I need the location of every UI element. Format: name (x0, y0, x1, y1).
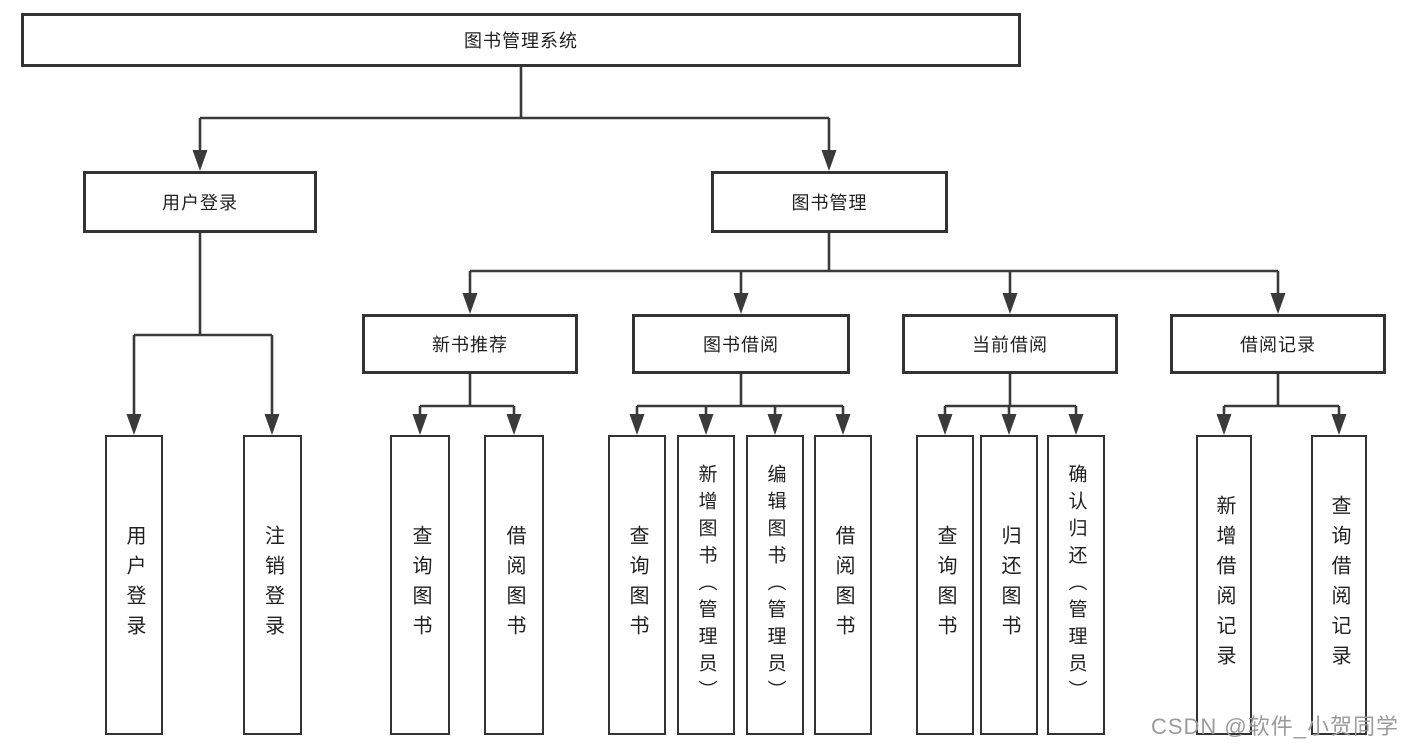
node-book-borrow: 图书借阅 (632, 314, 850, 374)
leaf-return-books-label: 归还图书 (998, 525, 1020, 645)
leaf-add-books-admin: 新增图书（管理员） (677, 435, 735, 735)
node-user-login-label: 用户登录 (162, 193, 238, 213)
leaf-confirm-return-admin-label: 确认归还（管理员） (1065, 463, 1087, 707)
leaf-query-borrow-record: 查询借阅记录 (1311, 435, 1367, 735)
leaf-add-books-admin-label: 新增图书（管理员） (695, 463, 717, 707)
node-user-login: 用户登录 (83, 171, 317, 233)
leaf-return-books: 归还图书 (980, 435, 1038, 735)
node-current-borrow-label: 当前借阅 (972, 335, 1048, 355)
leaf-query-books-recommend-label: 查询图书 (409, 525, 431, 645)
node-book-borrow-label: 图书借阅 (703, 335, 779, 355)
watermark: CSDN @软件_小贺同学 (1150, 714, 1399, 739)
node-current-borrow: 当前借阅 (902, 314, 1118, 374)
leaf-logout: 注销登录 (243, 435, 302, 735)
node-borrow-records-label: 借阅记录 (1240, 335, 1316, 355)
node-book-management: 图书管理 (711, 171, 948, 233)
leaf-user-login: 用户登录 (105, 435, 163, 735)
node-root: 图书管理系统 (21, 13, 1021, 67)
leaf-query-current-books-label: 查询图书 (934, 525, 956, 645)
node-new-book-recommend: 新书推荐 (362, 314, 578, 374)
leaf-add-borrow-record-label: 新增借阅记录 (1213, 495, 1235, 675)
leaf-borrow-books-label: 借阅图书 (832, 525, 854, 645)
node-book-management-label: 图书管理 (791, 193, 868, 213)
leaf-query-borrow-record-label: 查询借阅记录 (1328, 495, 1350, 675)
leaf-add-borrow-record: 新增借阅记录 (1196, 435, 1252, 735)
leaf-edit-books-admin: 编辑图书（管理员） (746, 435, 804, 735)
leaf-query-current-books: 查询图书 (916, 435, 974, 735)
leaf-query-books: 查询图书 (608, 435, 666, 735)
node-borrow-records: 借阅记录 (1170, 314, 1386, 374)
leaf-confirm-return-admin: 确认归还（管理员） (1047, 435, 1105, 735)
leaf-query-books-label: 查询图书 (626, 525, 648, 645)
leaf-edit-books-admin-label: 编辑图书（管理员） (764, 463, 786, 707)
leaf-borrow-books: 借阅图书 (814, 435, 872, 735)
leaf-user-login-label: 用户登录 (123, 525, 145, 645)
leaf-borrow-books-recommend-label: 借阅图书 (503, 525, 525, 645)
node-root-label: 图书管理系统 (464, 31, 578, 51)
node-new-book-recommend-label: 新书推荐 (432, 335, 508, 355)
leaf-query-books-recommend: 查询图书 (390, 435, 450, 735)
leaf-logout-label: 注销登录 (261, 525, 284, 645)
leaf-borrow-books-recommend: 借阅图书 (484, 435, 544, 735)
